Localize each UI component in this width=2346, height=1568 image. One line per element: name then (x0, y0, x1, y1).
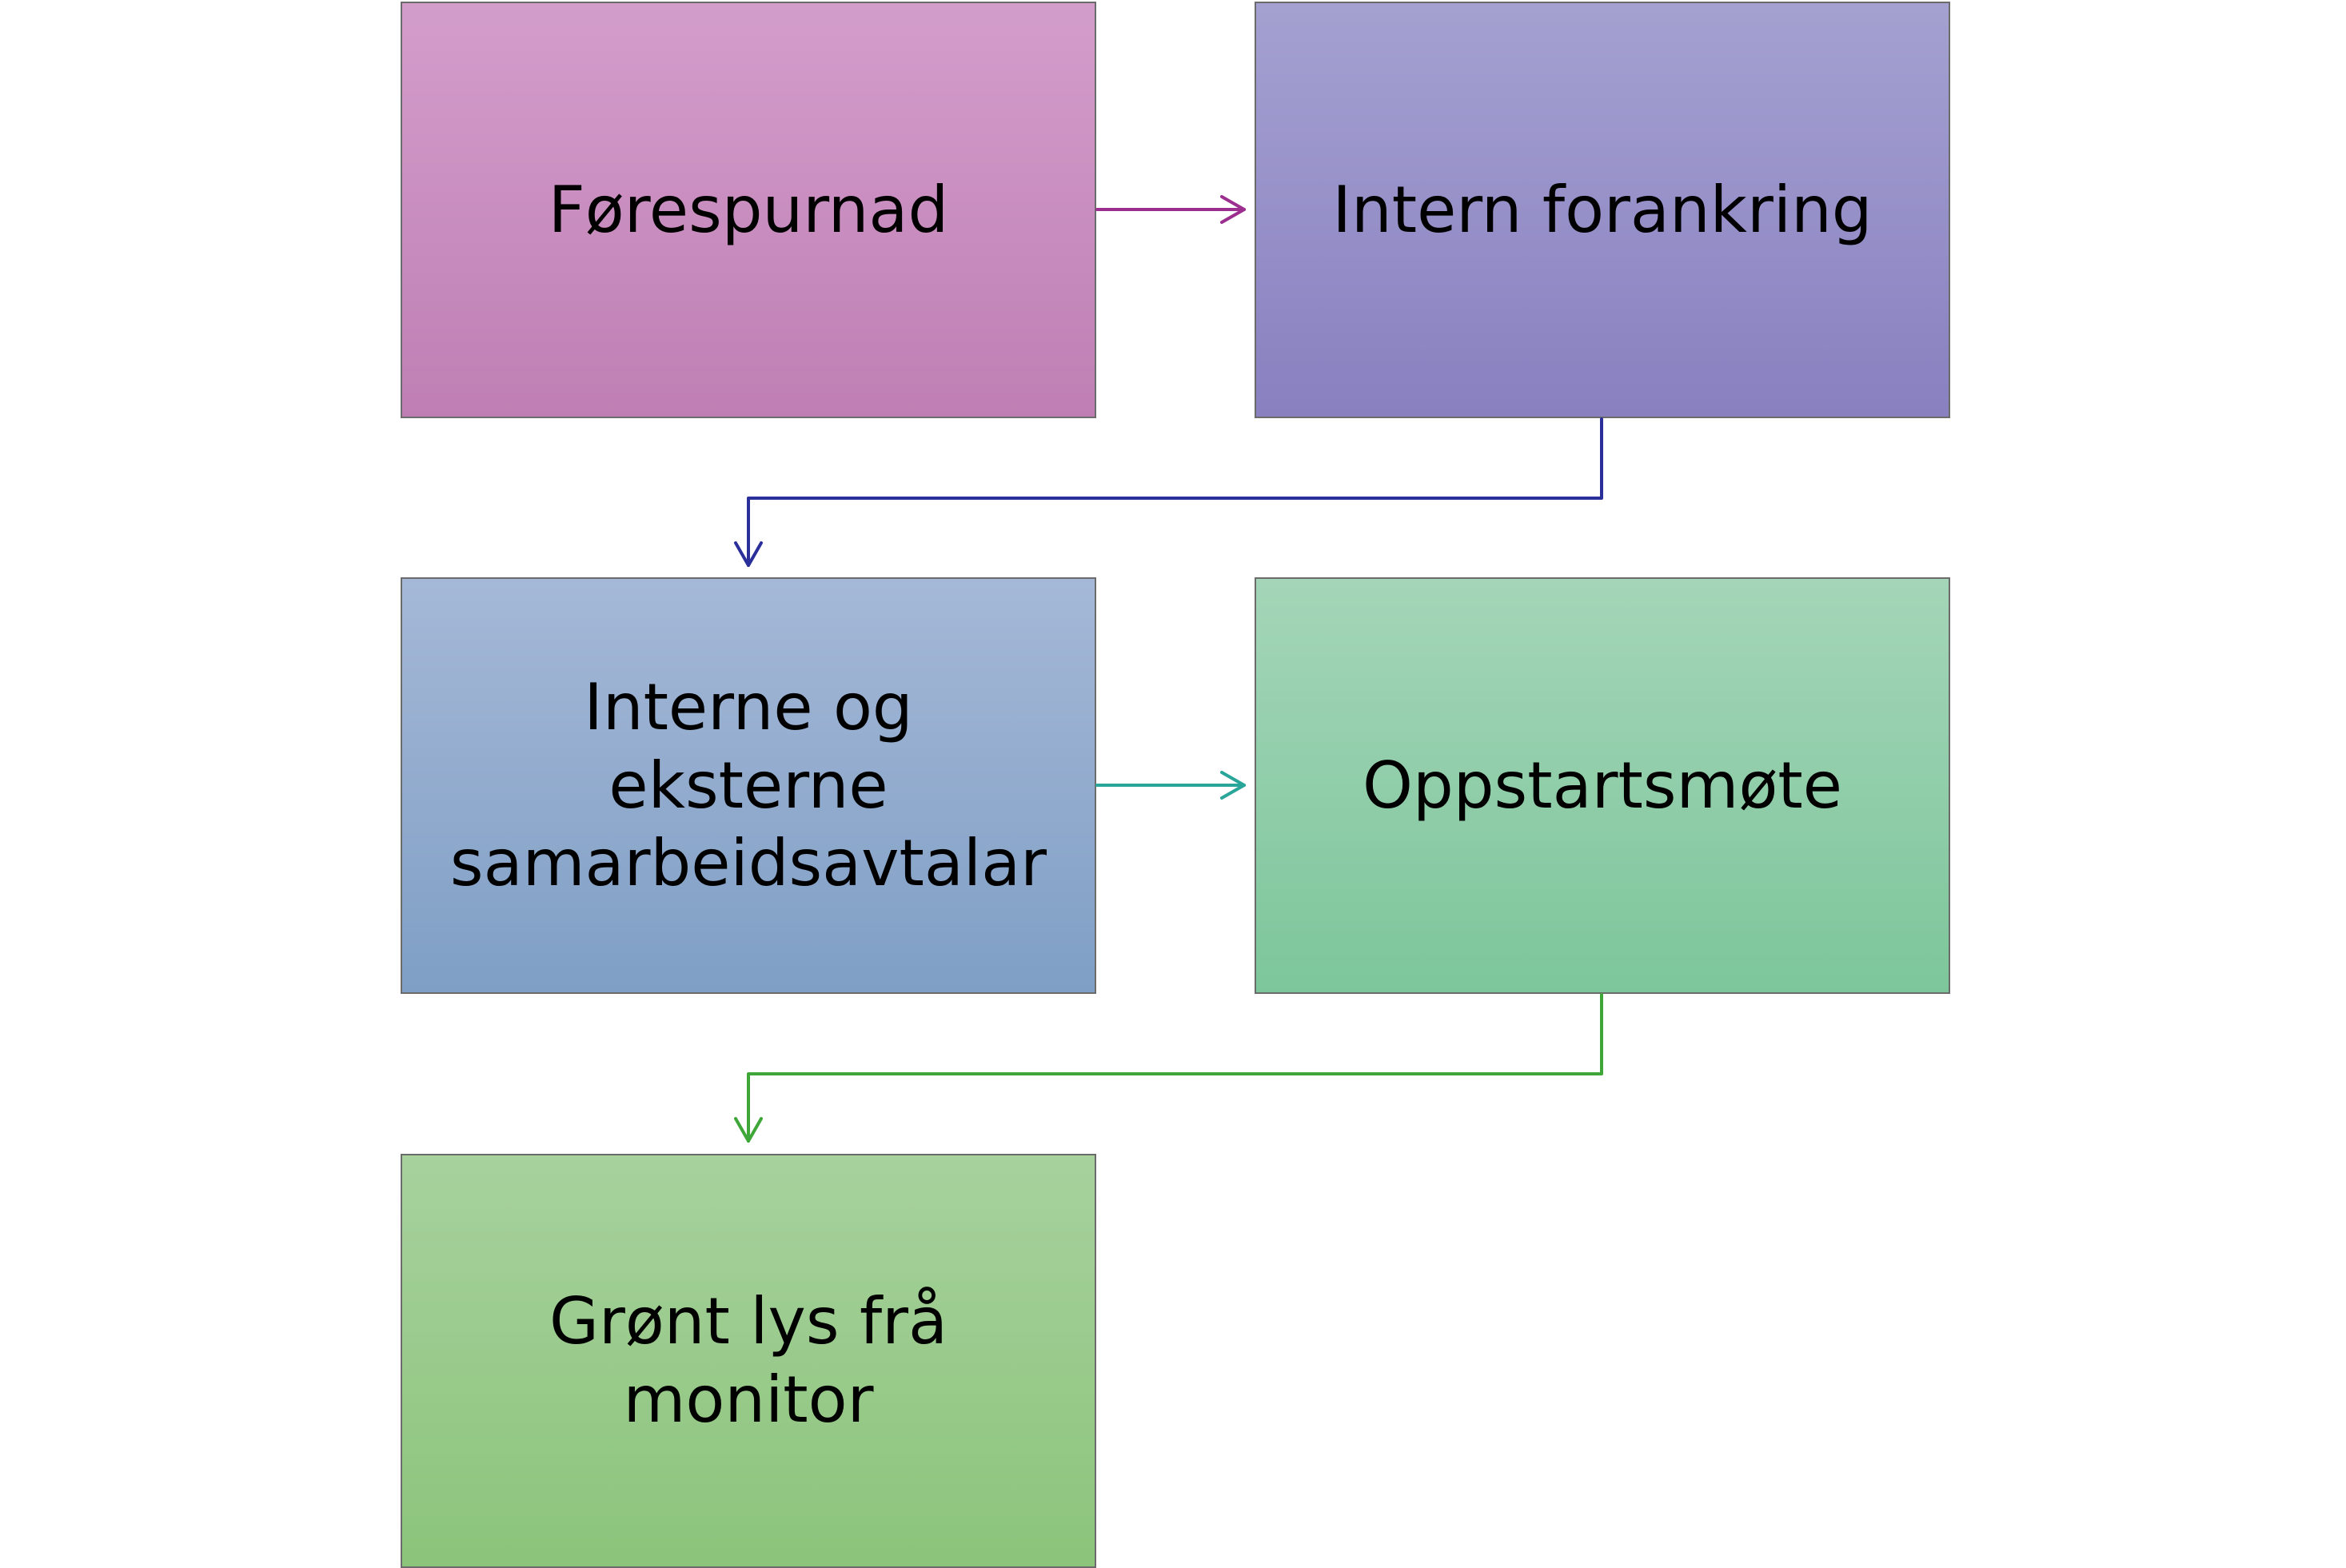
node-intern-forankring: Intern forankring (1255, 2, 1950, 418)
arrow-forespurnad-to-forankring (1095, 195, 1246, 224)
node-forespurnad: Førespurnad (401, 2, 1096, 418)
arrow-samarbeidsavtalar-to-oppstartsmote (1095, 771, 1246, 800)
node-gront-lys-label: Grønt lys frå monitor (549, 1284, 948, 1437)
node-intern-forankring-label: Intern forankring (1332, 172, 1873, 247)
node-samarbeidsavtalar-label: Interne og eksterne samarbeidsavtalar (449, 670, 1047, 901)
node-oppstartsmote-label: Oppstartsmøte (1363, 748, 1842, 823)
arrow-forankring-to-samarbeidsavtalar (734, 417, 1603, 567)
node-oppstartsmote: Oppstartsmøte (1255, 577, 1950, 994)
node-forespurnad-label: Førespurnad (548, 172, 949, 247)
arrow-oppstartsmote-to-gront-lys (734, 993, 1603, 1143)
node-gront-lys: Grønt lys frå monitor (401, 1154, 1096, 1568)
node-samarbeidsavtalar: Interne og eksterne samarbeidsavtalar (401, 577, 1096, 994)
